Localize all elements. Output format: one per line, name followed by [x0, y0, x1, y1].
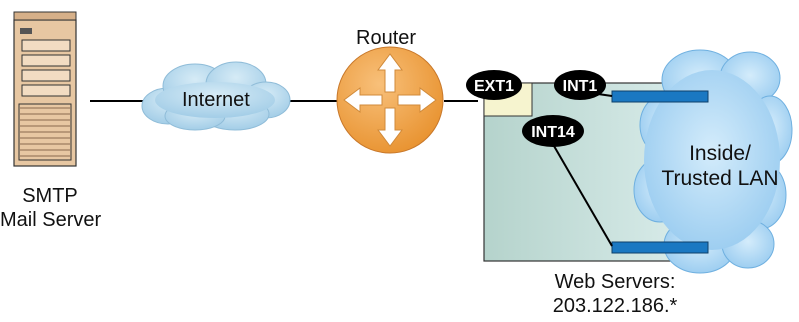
mail-server-label-line1: SMTP: [22, 185, 78, 207]
port-int1-badge: INT1: [554, 70, 606, 100]
port-ext1-badge: EXT1: [466, 70, 522, 100]
web-servers-label-line1: Web Servers:: [554, 271, 676, 293]
lan-label-line1: Inside/: [689, 142, 751, 165]
mail-server-label-line2: Mail Server: [0, 209, 102, 231]
int1-segment-bar: [611, 90, 709, 103]
port-int14-badge: INT14: [522, 115, 584, 147]
router-label: Router: [356, 27, 417, 49]
mail-server-label: SMTP Mail Server: [0, 184, 102, 232]
port-int1-label: INT1: [563, 78, 598, 95]
port-ext1-label: EXT1: [474, 78, 514, 95]
server-tower-icon: [13, 11, 77, 167]
lan-label-line2: Trusted LAN: [661, 167, 779, 190]
link-int14: [553, 145, 613, 247]
lan-label: Inside/ Trusted LAN: [656, 141, 784, 191]
web-servers-label-line2: 203.122.186.*: [552, 295, 678, 317]
cloud-icon: [141, 61, 291, 131]
port-int14-label: INT14: [531, 124, 575, 141]
lan-cloud-icon: [633, 49, 793, 274]
web-servers-label: Web Servers: 203.122.186.*: [540, 270, 690, 318]
router-icon: [336, 46, 444, 154]
internet-label: Internet: [182, 89, 250, 111]
web-segment-bar: [611, 241, 709, 254]
